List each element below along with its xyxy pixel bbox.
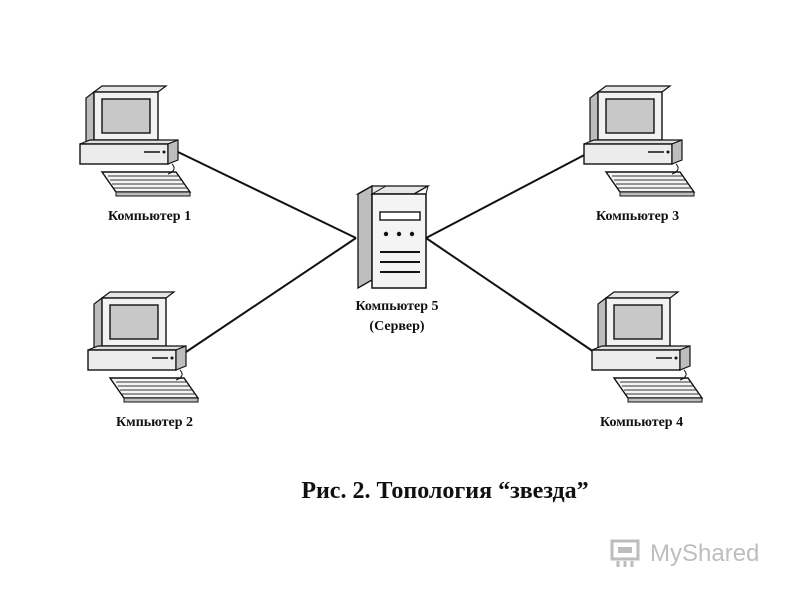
computer-2-label: Кмпьютер 2 [116,415,194,430]
link-computer1-server [177,151,357,239]
figure-caption: Рис. 2. Топология “звезда” [301,478,589,504]
link-computer3-server [425,151,591,239]
computer-4-label: Компьютер 4 [600,415,684,430]
computer-2-icon [87,291,199,403]
server-label-line2: (Сервер) [369,319,425,334]
computer-3-icon [583,85,695,197]
connection-lines [177,151,595,353]
link-computer4-server [425,237,595,353]
computer-1-icon [79,85,191,197]
watermark: MyShared [610,536,780,572]
link-computer2-server [185,237,357,353]
watermark-text: MyShared [650,540,760,567]
mysharedlogo-icon [610,539,640,567]
computer-3-label: Компьютер 3 [596,209,680,224]
server-icon [355,184,431,290]
computer-1-label: Компьютер 1 [108,209,192,224]
server-label-line1: Компьютер 5 [355,299,439,314]
computer-4-icon [591,291,703,403]
